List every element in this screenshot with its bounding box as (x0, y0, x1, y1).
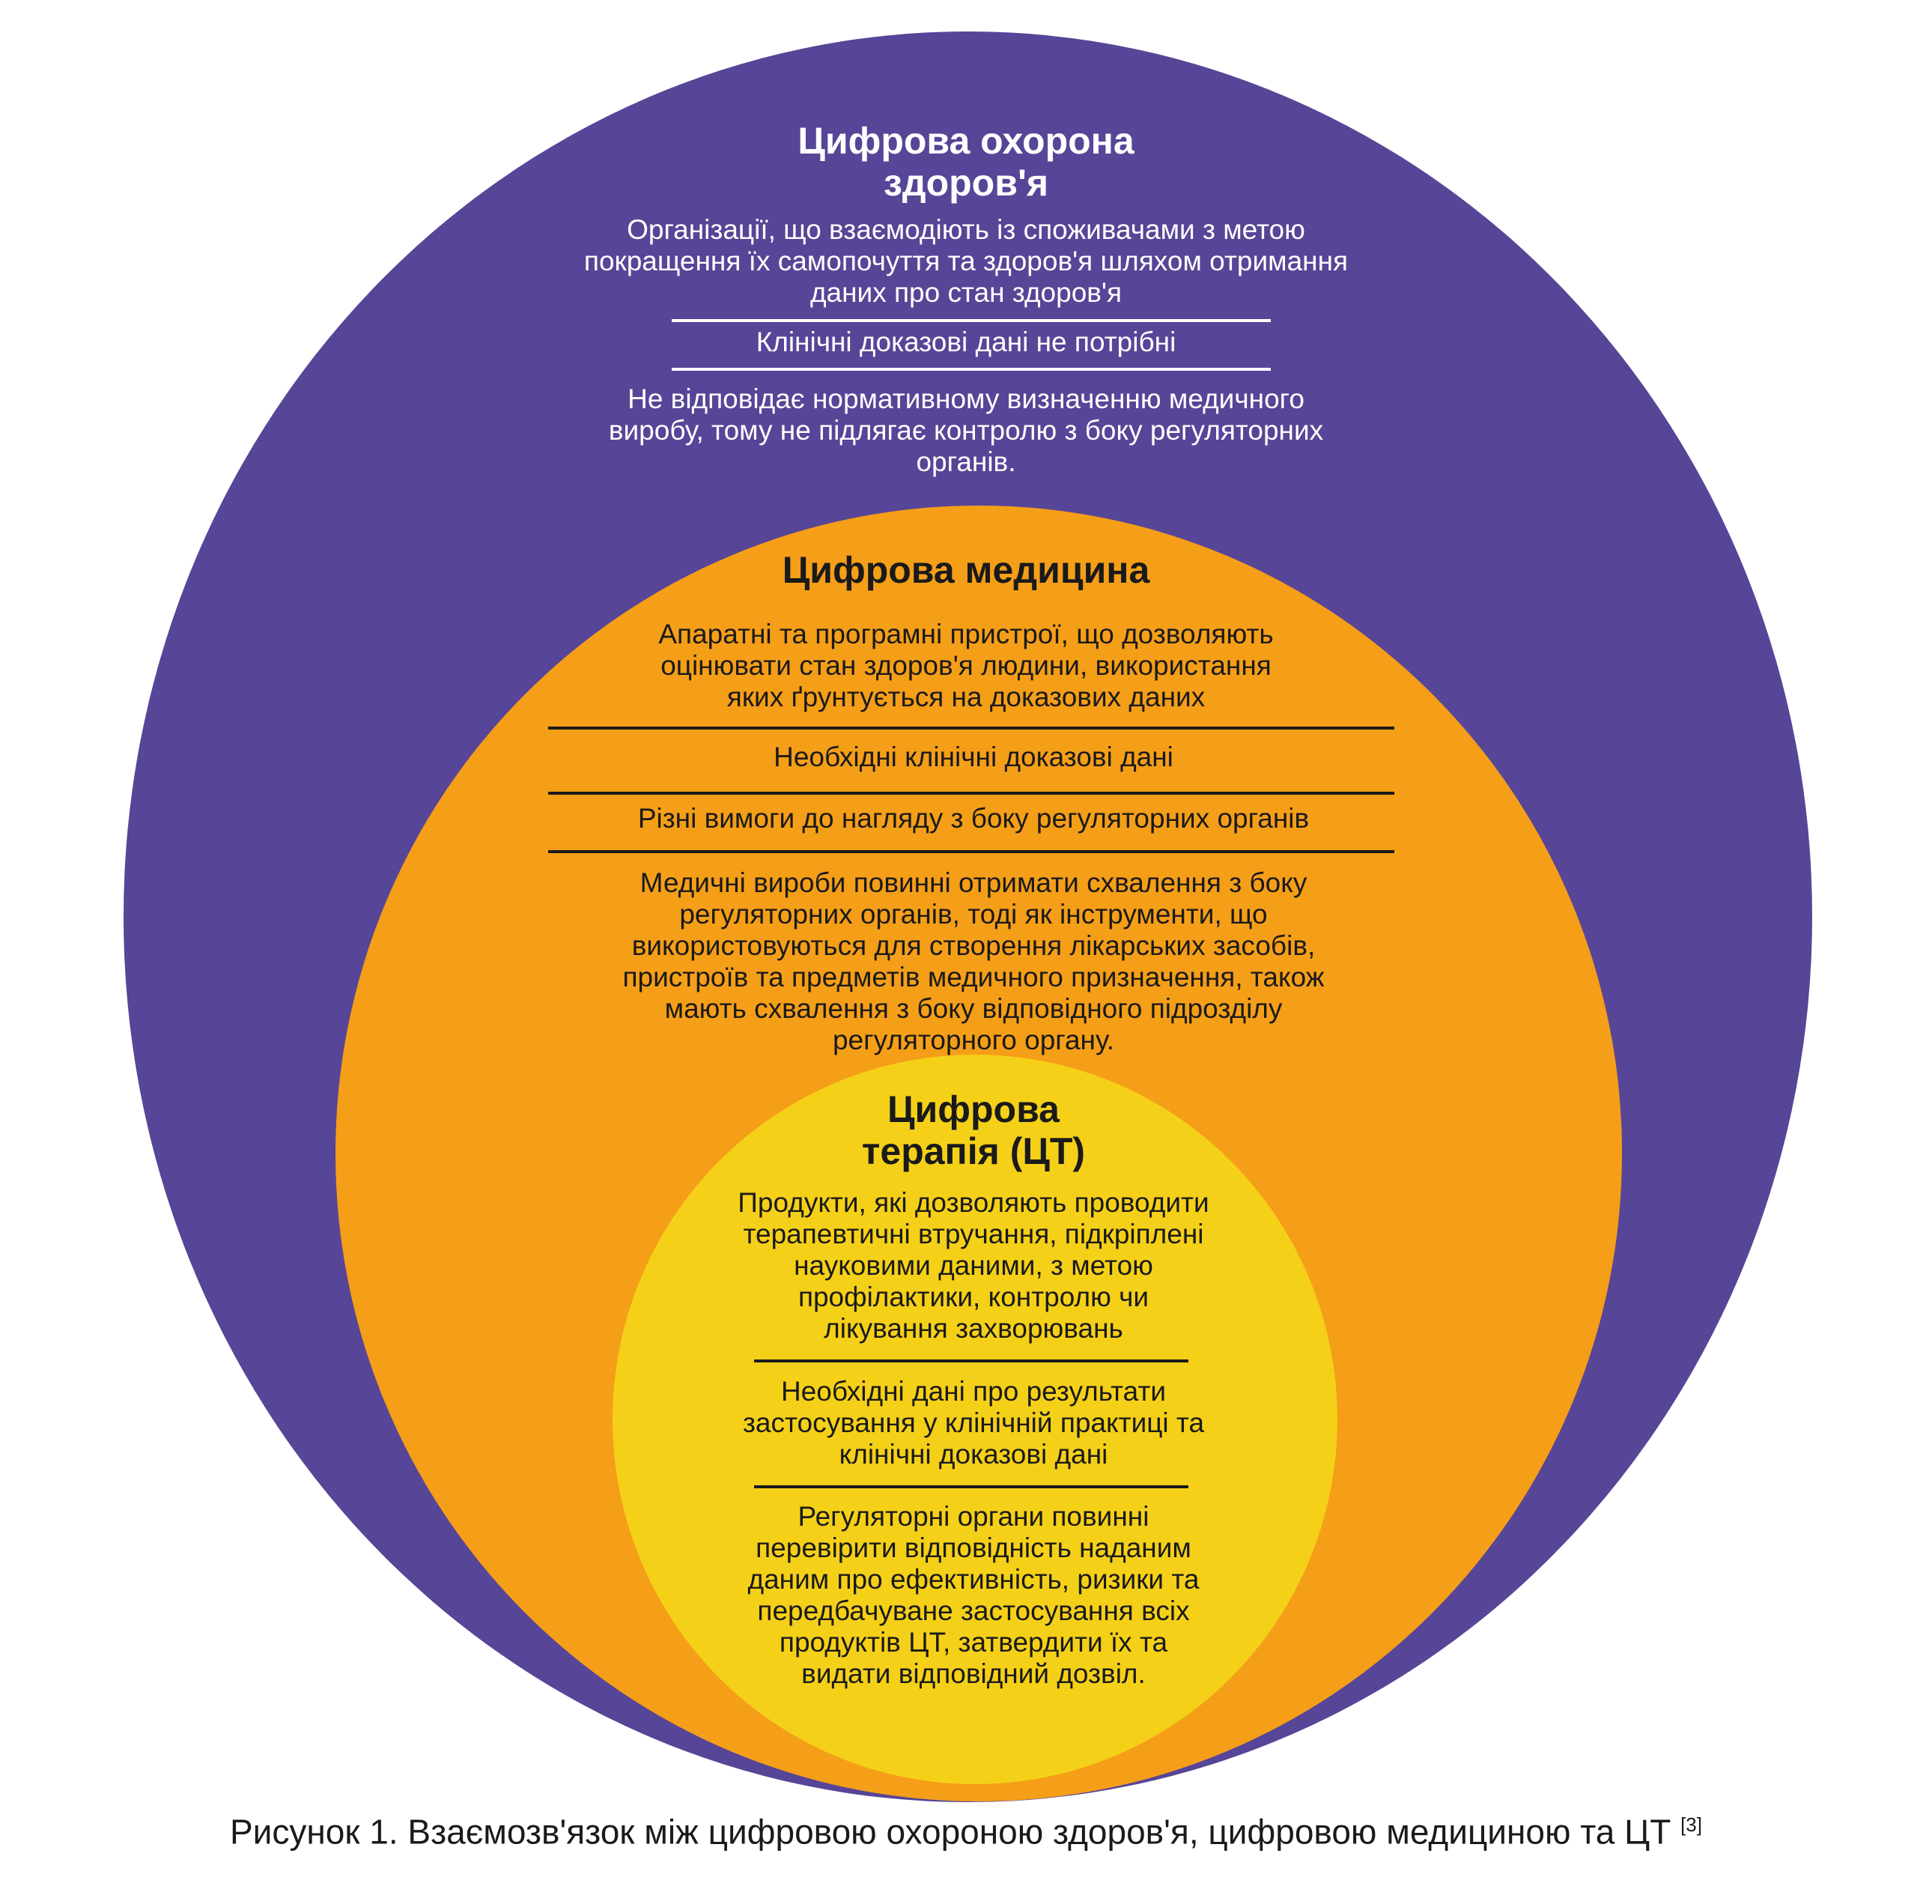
text-line: мають схвалення з боку відповідного підр… (664, 993, 1283, 1024)
digital-health-regulation: Не відповідає нормативному визначенню ме… (517, 383, 1415, 478)
text-line: Медичні вироби повинні отримати схваленн… (640, 867, 1307, 898)
text-line: оцінювати стан здоров'я людини, використ… (660, 650, 1272, 681)
figure-caption: Рисунок 1. Взаємозв'язок між цифровою ох… (75, 1804, 1857, 1852)
text-line: органів. (916, 446, 1016, 477)
digital-medicine-evidence: Необхідні клінічні доказові дані (554, 742, 1393, 773)
text-line: Необхідні дані про результати (780, 1376, 1167, 1407)
text-line: науковими даними, з метою (794, 1250, 1153, 1281)
digital-medicine-oversight: Різні вимоги до нагляду з боку регулятор… (554, 803, 1393, 834)
text-line: покращення їх самопочуття та здоров'я шл… (583, 246, 1349, 276)
text-line: даних про стан здоров'я (809, 277, 1123, 308)
digital-medicine-description: Апаратні та програмні пристрої, що дозво… (592, 619, 1340, 713)
text-line: застосування у клінічній практиці та (742, 1407, 1205, 1438)
title-line: Цифрова охорона (798, 120, 1134, 162)
divider (672, 368, 1271, 371)
text-line: профілактики, контролю чи (798, 1282, 1149, 1312)
digital-health-title: Цифрова охорона здоров'я (741, 120, 1191, 204)
text-line: виробу, тому не підлягає контролю з боку… (608, 415, 1324, 446)
divider (754, 1359, 1188, 1362)
text-line: видати відповідний дозвіл. (801, 1658, 1146, 1689)
digital-medicine-regulation: Медичні вироби повинні отримати схваленн… (554, 867, 1393, 1056)
digital-therapeutics-description: Продукти, які дозволяють проводити терап… (681, 1187, 1266, 1344)
divider (548, 792, 1394, 795)
caption-reference: [3] (1680, 1813, 1702, 1836)
divider (548, 727, 1394, 730)
text-line: Не відповідає нормативному визначенню ме… (628, 383, 1304, 414)
text-line: даним про ефективність, ризики та (747, 1564, 1200, 1595)
caption-text: Рисунок 1. Взаємозв'язок між цифровою ох… (230, 1812, 1671, 1852)
text-line: регуляторних органів, тоді як інструмент… (679, 899, 1268, 930)
divider (672, 319, 1271, 322)
text-line: Апаратні та програмні пристрої, що дозво… (658, 619, 1274, 649)
text-line: клінічні доказові дані (839, 1439, 1108, 1470)
digital-therapeutics-title: Цифрова терапія (ЦТ) (786, 1088, 1161, 1172)
title-line: здоров'я (883, 162, 1049, 204)
text-line: Клінічні доказові дані не потрібні (756, 327, 1176, 357)
text-line: лікування захворювань (824, 1313, 1123, 1344)
text-line: яких ґрунтується на доказових даних (726, 682, 1206, 712)
divider (548, 850, 1394, 853)
divider (754, 1485, 1188, 1488)
text-line: продуктів ЦТ, затвердити їх та (779, 1627, 1168, 1658)
text-line: перевірити відповідність наданим (756, 1532, 1191, 1563)
title-line: Цифрова (887, 1088, 1060, 1130)
digital-therapeutics-circle (613, 1055, 1337, 1784)
text-line: Продукти, які дозволяють проводити (738, 1187, 1209, 1218)
text-line: Організації, що взаємодіють із споживача… (627, 214, 1305, 245)
text-line: Різні вимоги до нагляду з боку регулятор… (637, 803, 1310, 834)
text-line: передбачуване застосування всіх (757, 1595, 1190, 1626)
digital-health-evidence: Клінічні доказові дані не потрібні (517, 327, 1415, 358)
title-line: терапія (ЦТ) (861, 1130, 1086, 1172)
text-line: пристроїв та предметів медичного признач… (622, 962, 1325, 992)
text-line: регуляторного органу. (832, 1025, 1115, 1055)
text-line: використовуються для створення лікарськи… (631, 930, 1316, 961)
title-line: Цифрова медицина (782, 549, 1150, 591)
text-line: Необхідні клінічні доказові дані (774, 742, 1173, 772)
digital-therapeutics-evidence: Необхідні дані про результати застосуван… (681, 1376, 1266, 1470)
text-line: Регуляторні органи повинні (798, 1501, 1149, 1532)
digital-health-description: Організації, що взаємодіють із споживача… (517, 214, 1415, 309)
digital-therapeutics-regulation: Регуляторні органи повинні перевірити ві… (681, 1501, 1266, 1690)
text-line: терапевтичні втручання, підкріплені (743, 1219, 1204, 1249)
digital-medicine-title: Цифрова медицина (666, 549, 1266, 591)
